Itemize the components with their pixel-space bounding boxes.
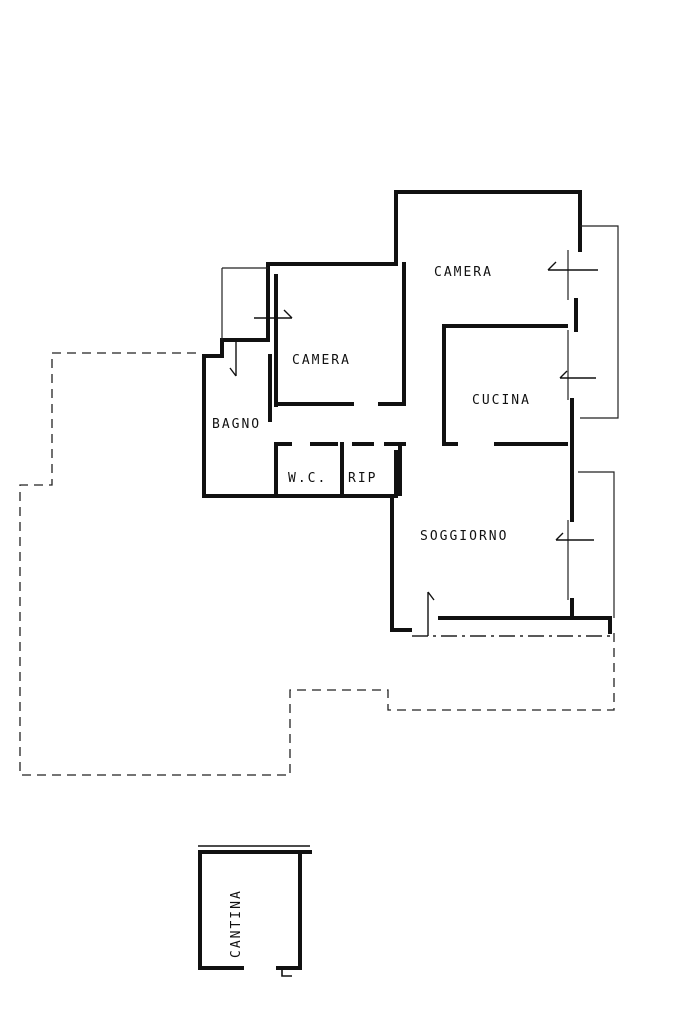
room-label-bagno: BAGNO xyxy=(212,417,261,432)
opening-arrows xyxy=(229,261,598,636)
room-label-wc: W.C. xyxy=(288,471,327,486)
room-label-cantina: CANTINA xyxy=(229,889,244,958)
garden-outline xyxy=(19,352,615,776)
room-label-camera-small: CAMERA xyxy=(292,353,351,368)
cantina-walls xyxy=(198,845,312,977)
room-label-rip: RIP xyxy=(348,471,377,486)
room-label-soggiorno: SOGGIORNO xyxy=(420,529,508,544)
room-label-cucina: CUCINA xyxy=(472,393,531,408)
window-frames xyxy=(221,225,619,618)
apartment-walls xyxy=(202,190,612,634)
room-label-camera-large: CAMERA xyxy=(434,265,493,280)
